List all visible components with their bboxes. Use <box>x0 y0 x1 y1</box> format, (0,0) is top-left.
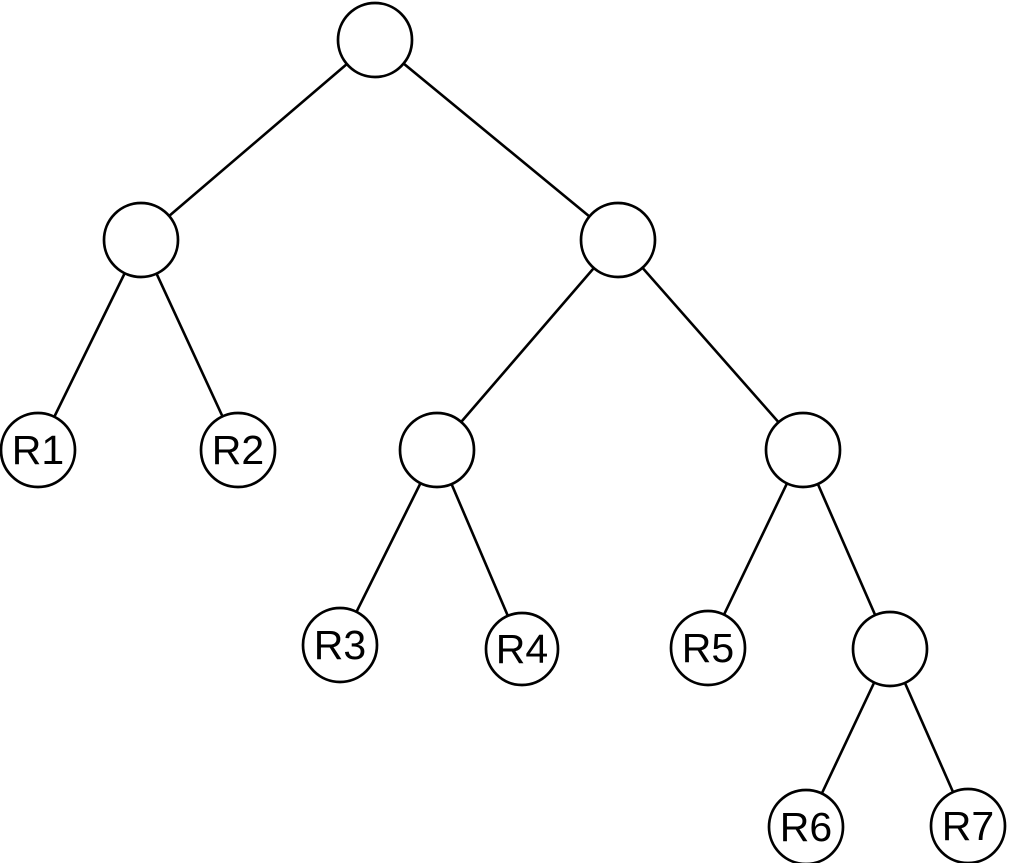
node-circle-r5 <box>669 609 747 687</box>
node-circle-internal-rr <box>764 411 842 489</box>
tree-node-r5: R5 <box>669 609 747 687</box>
node-label-r2: R2 <box>212 427 264 473</box>
tree-node-internal-left <box>102 201 180 279</box>
tree-node-internal-rrr <box>851 610 929 688</box>
edge-internal-right-to-internal-rl <box>436 239 619 451</box>
node-circle-r2 <box>199 411 277 489</box>
tree-node-internal-rr <box>764 411 842 489</box>
node-label-r3: R3 <box>314 622 366 668</box>
node-circle-r3 <box>301 606 379 684</box>
node-circle-internal-left <box>102 201 180 279</box>
node-label-r7: R7 <box>942 803 994 849</box>
node-circle-root <box>336 1 414 79</box>
edge-root-to-internal-right <box>374 38 619 242</box>
edge-internal-left-to-r1 <box>36 239 143 451</box>
tree-node-r4: R4 <box>484 611 560 687</box>
node-label-r6: R6 <box>780 804 832 850</box>
edge-root-to-internal-left <box>140 39 376 241</box>
node-circle-r1 <box>0 411 77 489</box>
tree-node-internal-right <box>579 201 657 279</box>
node-circle-internal-right <box>579 201 657 279</box>
node-label-r5: R5 <box>682 625 734 671</box>
node-circle-r7 <box>929 787 1007 863</box>
node-circle-r6 <box>767 788 845 863</box>
tree-node-r1: R1 <box>0 411 77 489</box>
tree-node-r3: R3 <box>301 606 379 684</box>
tree-node-root <box>336 1 414 79</box>
tree-node-internal-rl <box>398 411 476 489</box>
node-circle-internal-rrr <box>851 610 929 688</box>
edge-internal-right-to-internal-rr <box>617 239 804 451</box>
node-label-r1: R1 <box>12 427 64 473</box>
node-circle-internal-rl <box>398 411 476 489</box>
node-label-r4: R4 <box>496 626 548 672</box>
node-circle-r4 <box>484 611 560 687</box>
tree-node-r6: R6 <box>767 788 845 863</box>
tree-node-r2: R2 <box>199 411 277 489</box>
tree-node-r7: R7 <box>929 787 1007 863</box>
edge-internal-left-to-r2 <box>139 239 240 451</box>
